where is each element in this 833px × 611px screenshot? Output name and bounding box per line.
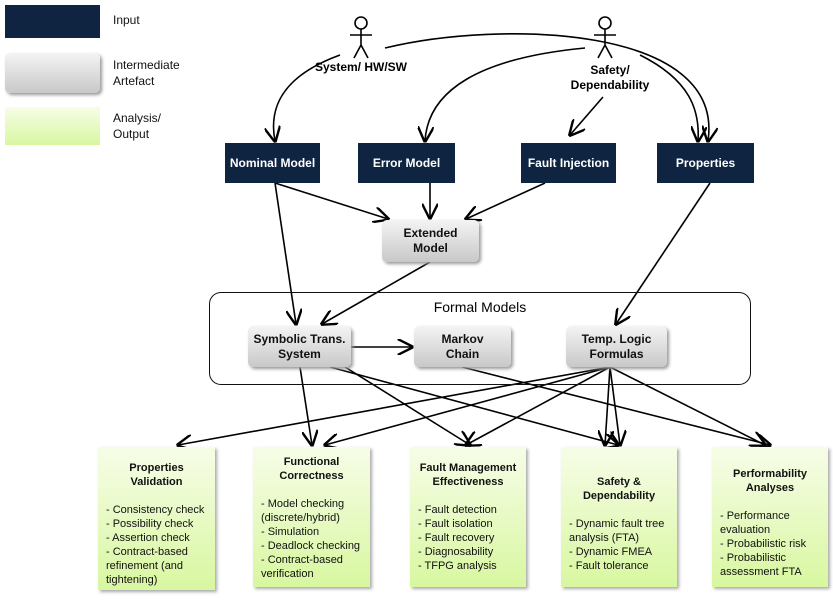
output-item: - Performance evaluation: [720, 510, 790, 536]
arrow: [344, 366, 470, 445]
arrow: [329, 366, 618, 445]
arrow: [570, 96, 604, 135]
formal-models-title: Formal Models: [433, 299, 527, 315]
fault-injection-box: Fault Injection: [521, 143, 616, 183]
actor-system-label: System/ HW/SW: [314, 60, 407, 74]
output-item: - Model checking (discrete/hybrid): [261, 498, 345, 524]
output-item: - Diagnosability: [418, 546, 494, 558]
arrow: [466, 182, 546, 219]
arrow: [274, 54, 341, 141]
output-item: - TFPG analysis: [418, 560, 497, 572]
arrow: [325, 366, 611, 445]
output-functional-correctness: Functional Correctness - Model checking …: [253, 447, 370, 587]
output-safety-dependability: Safety & Dependability - Dynamic fault t…: [561, 447, 677, 587]
nominal-model-box: Nominal Model: [225, 143, 320, 183]
arrow: [616, 182, 711, 324]
output-item: - Fault tolerance: [569, 560, 649, 572]
actor-icon-system: [350, 16, 372, 59]
extended-model-box: Extended Model: [382, 220, 479, 262]
output-item: - Consistency check: [106, 504, 205, 516]
output-title: Properties Validation: [129, 462, 184, 488]
output-item: - Fault isolation: [418, 518, 493, 530]
arrow: [609, 366, 765, 445]
error-model-box: Error Model: [358, 143, 455, 183]
actor-safety-label: Safety/ Dependability: [570, 63, 650, 92]
properties-box: Properties: [657, 143, 754, 183]
output-item: - Simulation: [261, 526, 320, 538]
output-item: - Fault recovery: [418, 532, 495, 544]
temporal-logic-box: Temp. Logic Formulas: [566, 326, 667, 367]
output-title: Performability Analyses: [733, 468, 807, 494]
arrow: [466, 366, 611, 445]
legend-input-label: Input: [113, 13, 140, 27]
output-item: - Probabilistic risk: [720, 538, 807, 550]
output-performability: Performability Analyses - Performance ev…: [712, 447, 828, 587]
output-title: Functional Correctness: [279, 456, 344, 482]
output-item: - Dynamic fault tree analysis (FTA): [569, 518, 665, 544]
formal-models-frame: Formal Models: [209, 292, 751, 385]
legend-output-label: Analysis/ Output: [113, 111, 162, 141]
arrow: [274, 182, 296, 324]
markov-chain-box: Markov Chain: [414, 326, 511, 367]
output-properties-validation: Properties Validation - Consistency chec…: [98, 447, 215, 590]
arrow: [299, 366, 312, 445]
arrow: [461, 366, 770, 445]
output-item: - Contract-based refinement (and tighten…: [106, 546, 188, 586]
output-item: - Deadlock checking: [261, 540, 361, 552]
legend-intermediate-label: Intermediate Artefact: [113, 58, 180, 88]
legend-output-swatch: [5, 107, 100, 145]
output-item: - Probabilistic assessment FTA: [720, 552, 802, 578]
output-title: Safety & Dependability: [582, 476, 656, 502]
symbolic-transition-system-box: Symbolic Trans. System: [248, 326, 351, 367]
output-item: - Possibility check: [106, 518, 194, 530]
arrow: [322, 261, 431, 324]
output-item: - Contract-based verification: [261, 554, 343, 580]
legend-input-swatch: [5, 5, 100, 38]
arrow: [605, 366, 610, 445]
output-fault-management: Fault Management Effectiveness - Fault d…: [410, 447, 526, 587]
arrow: [639, 54, 698, 141]
arrow: [384, 33, 709, 141]
output-item: - Fault detection: [418, 504, 497, 516]
output-item: - Dynamic FMEA: [569, 546, 653, 558]
actor-icon-safety: [594, 16, 616, 59]
output-title: Fault Management Effectiveness: [419, 462, 517, 488]
legend-intermediate-swatch: [5, 53, 100, 93]
arrow: [425, 47, 586, 141]
arrow: [274, 182, 388, 219]
arrow: [609, 366, 620, 445]
arrow: [178, 366, 611, 445]
output-item: - Assertion check: [106, 532, 190, 544]
